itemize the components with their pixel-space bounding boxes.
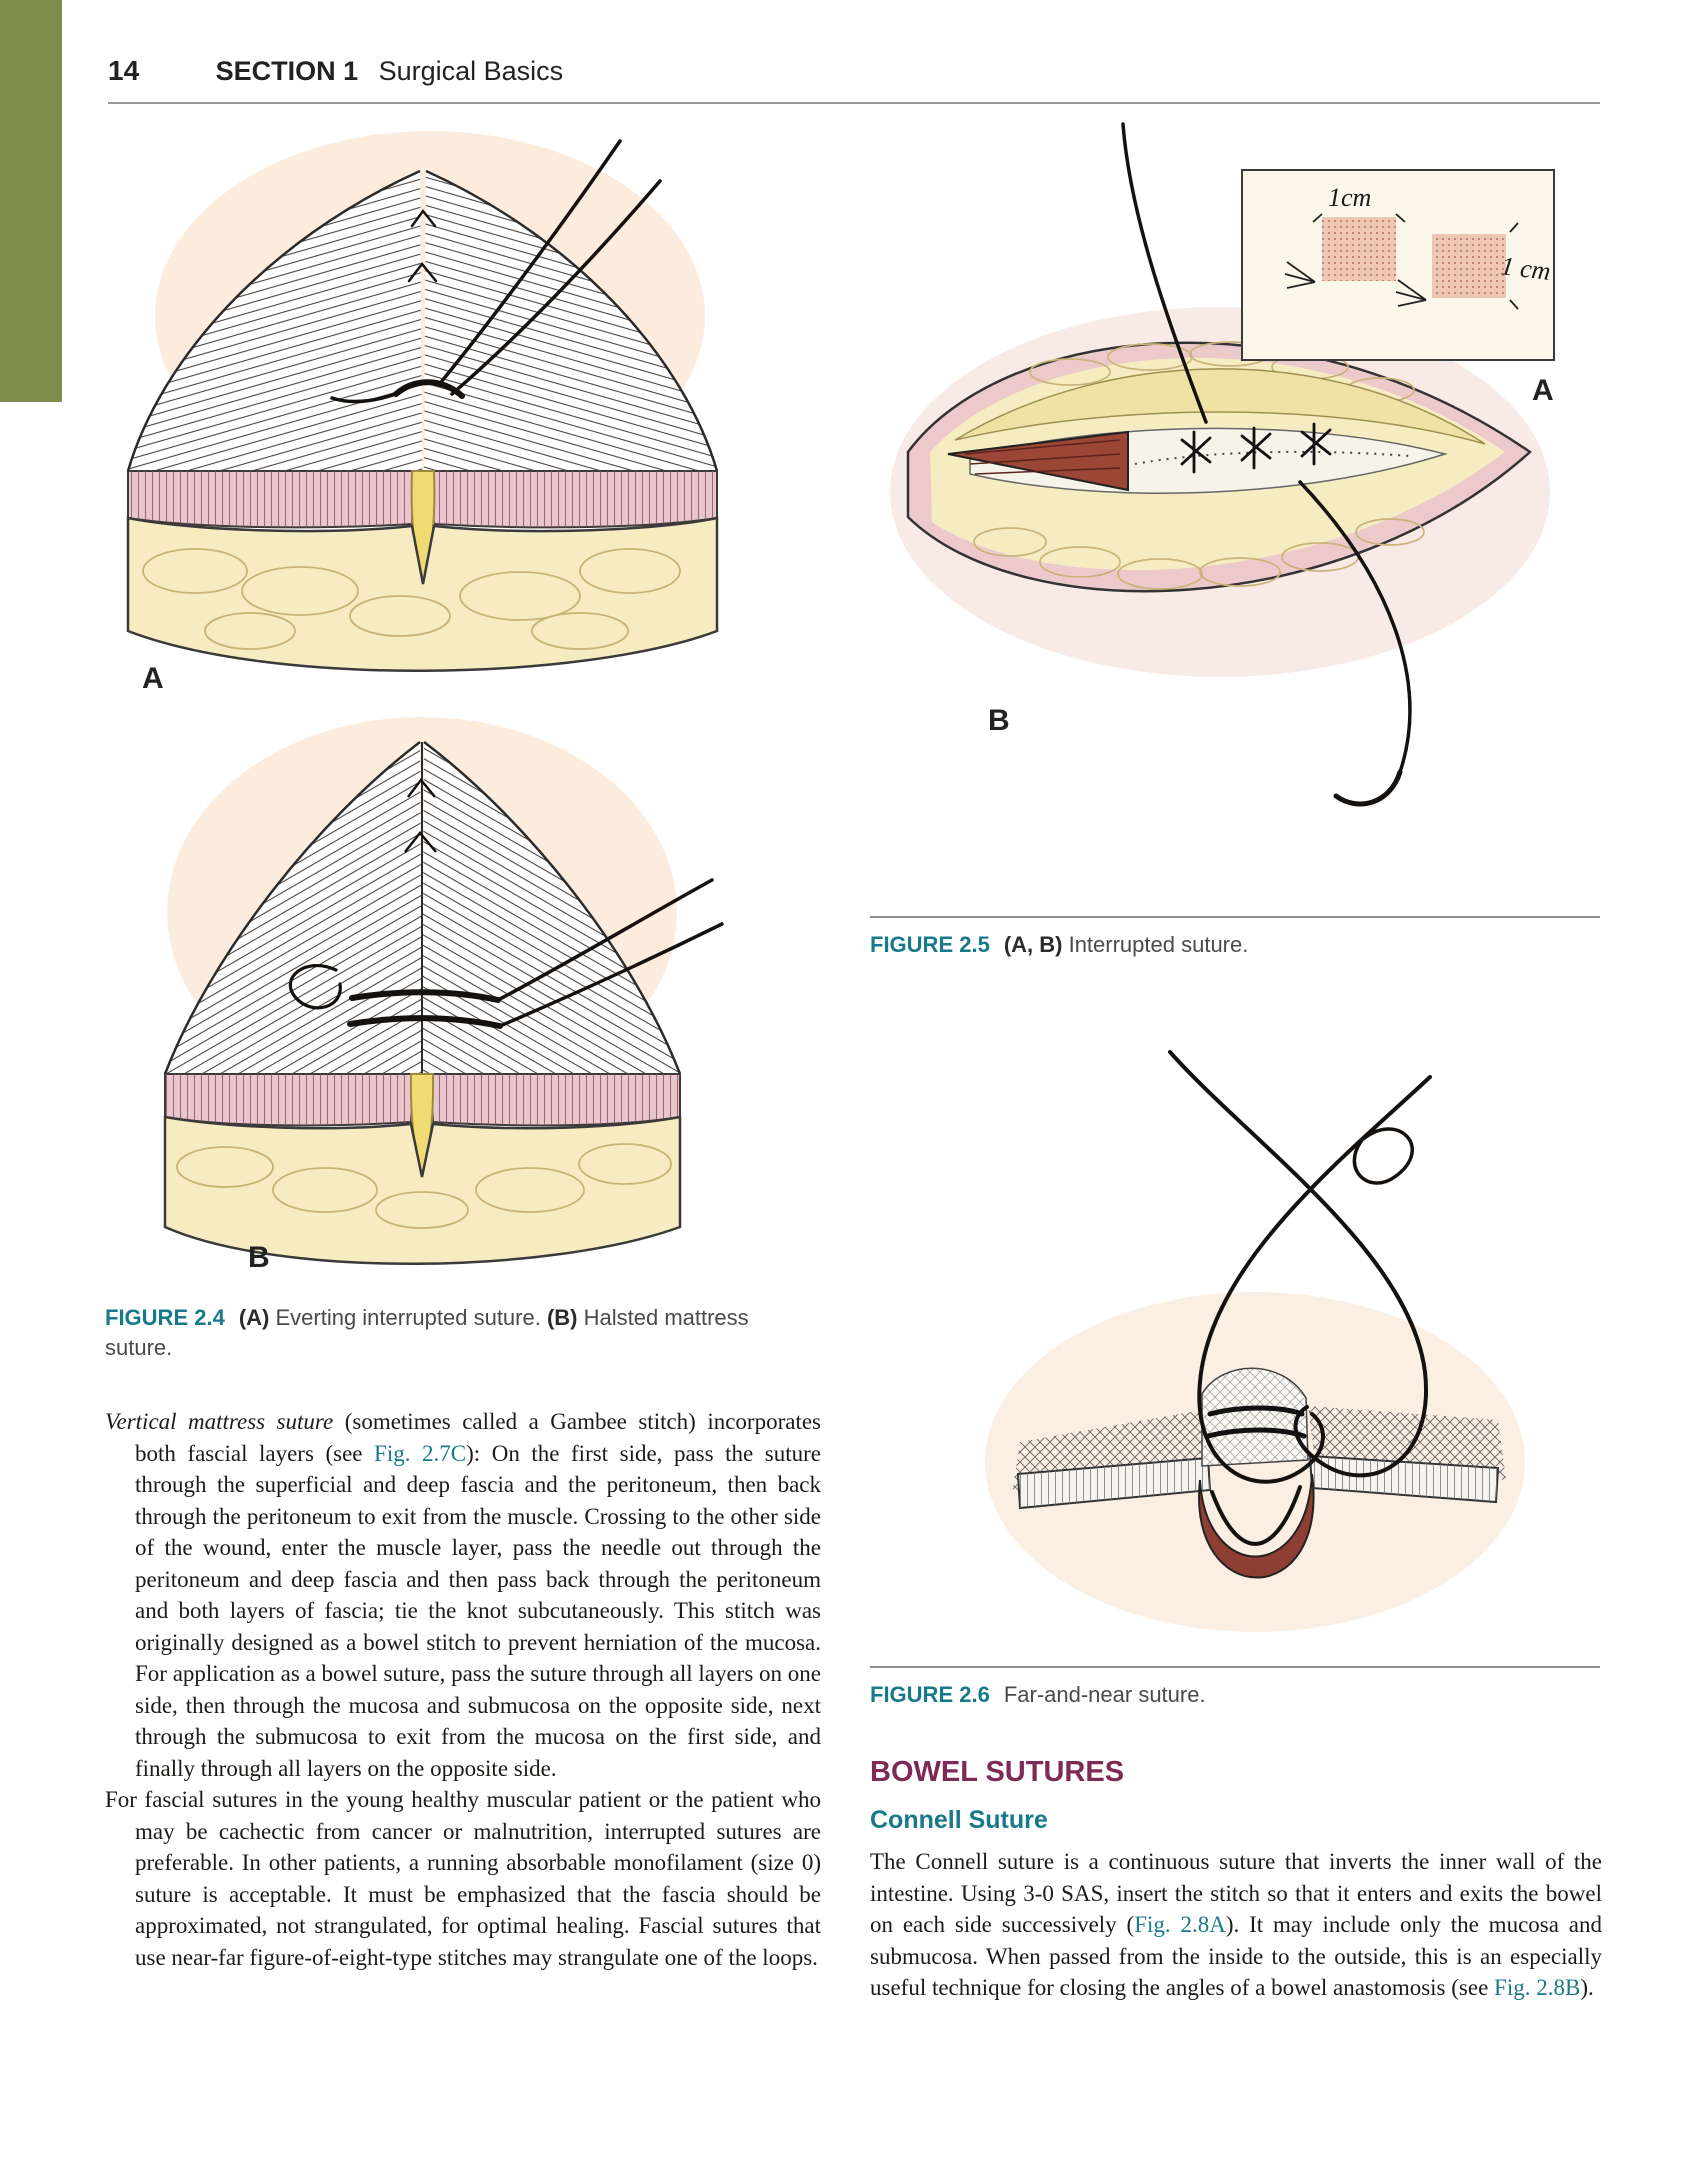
figure-2-5-caption-label: FIGURE 2.5 bbox=[870, 932, 990, 957]
suture-thread bbox=[1168, 1050, 1432, 1546]
figure-2-6-caption-rule bbox=[870, 1666, 1600, 1668]
inset-measure-right: 1 cm bbox=[1499, 251, 1552, 286]
figure-2-6-caption: FIGURE 2.6 Far-and-near suture. bbox=[870, 1680, 1600, 1710]
fascia-cut-edges bbox=[164, 1073, 681, 1127]
section-color-bar bbox=[0, 0, 62, 402]
body-paragraph-fascial-sutures: For fascial sutures in the young healthy… bbox=[105, 1787, 821, 1970]
body-paragraph-vertical-mattress: Vertical mattress suture (sometimes call… bbox=[105, 1406, 821, 1784]
figure-2-4-caption-b: (B) bbox=[546, 1305, 578, 1330]
section-title: Surgical Basics bbox=[378, 56, 564, 86]
fascia-cut-edges bbox=[127, 470, 718, 529]
header-rule bbox=[108, 102, 1600, 104]
figure-2-5-illustration: B 1cm 1 cm A bbox=[890, 122, 1555, 807]
fig-2-7c-link[interactable]: Fig. 2.7C bbox=[374, 1440, 467, 1466]
suture-thread bbox=[330, 139, 662, 404]
body-text-column: Vertical mattress suture (sometimes call… bbox=[105, 1406, 821, 1973]
fig-2-5-b-drawing: B bbox=[890, 122, 1550, 807]
figure-2-4-caption: FIGURE 2.4 (A) Everting interrupted sutur… bbox=[105, 1303, 805, 1362]
wound-interior bbox=[1198, 1473, 1315, 1579]
fat-layer bbox=[126, 516, 719, 672]
fig-2-8b-link[interactable]: Fig. 2.8B bbox=[1494, 1975, 1581, 2000]
figure-2-6-caption-label: FIGURE 2.6 bbox=[870, 1682, 990, 1707]
tissue-ledges bbox=[1016, 1454, 1500, 1510]
body-p1-text-2: ): On the first side, pass the suture th… bbox=[135, 1440, 822, 1781]
figure-2-6-illustration bbox=[985, 1050, 1525, 1632]
figure-2-5-caption: FIGURE 2.5 (A, B) Interrupted suture. bbox=[870, 930, 1600, 960]
figure-2-4b: B bbox=[100, 712, 745, 1297]
figure-2-4-caption-b-text: Halsted mattress suture. bbox=[105, 1305, 749, 1360]
fig-2-5-a-inset: 1cm 1 cm A bbox=[1241, 169, 1555, 407]
figure-2-5-caption-bold: (A, B) bbox=[1003, 932, 1063, 957]
connell-text-2: ). It may include only the mucosa and su… bbox=[870, 1912, 1602, 2000]
figure-2-5-caption-rule bbox=[870, 916, 1600, 918]
fat-layer bbox=[163, 1115, 682, 1265]
figure-2-4a-label: A bbox=[142, 662, 164, 695]
figure-2-4a-illustration: A bbox=[126, 131, 719, 695]
connell-text-3: ). bbox=[1580, 1975, 1594, 2000]
page-number: 14 bbox=[108, 55, 140, 86]
figure-2-4-caption-label: FIGURE 2.4 bbox=[105, 1305, 225, 1330]
connell-suture-subheading: Connell Suture bbox=[870, 1806, 1048, 1834]
figure-2-5-caption-text: Interrupted suture. bbox=[1062, 932, 1249, 957]
figure-2-5a-label: A bbox=[1532, 374, 1554, 407]
central-mound bbox=[1201, 1367, 1309, 1467]
figure-2-5b-label: B bbox=[988, 704, 1010, 737]
inset-measure-top: 1cm bbox=[1328, 183, 1371, 212]
page-header: 14 SECTION 1 Surgical Basics bbox=[108, 55, 1600, 87]
fig-2-8a-link[interactable]: Fig. 2.8A bbox=[1134, 1912, 1226, 1937]
vertical-mattress-term: Vertical mattress suture bbox=[105, 1409, 334, 1434]
suture-thread bbox=[1121, 122, 1412, 807]
figure-2-5: B 1cm 1 cm A bbox=[870, 122, 1600, 927]
figure-2-6 bbox=[870, 1022, 1600, 1687]
bowel-sutures-heading: BOWEL SUTURES bbox=[870, 1756, 1125, 1788]
connell-suture-paragraph: The Connell suture is a continuous sutur… bbox=[870, 1846, 1602, 2004]
figure-2-4b-illustration: B bbox=[163, 717, 724, 1274]
figure-2-4-caption-a: (A) bbox=[238, 1305, 270, 1330]
skin-mound bbox=[163, 741, 682, 1075]
skin-flaps bbox=[126, 169, 719, 472]
interrupted-stitches bbox=[1180, 422, 1332, 474]
suture-thread bbox=[288, 878, 724, 1029]
figure-2-4-caption-a-text: Everting interrupted suture. bbox=[269, 1305, 547, 1330]
section-label: SECTION 1 bbox=[215, 56, 359, 86]
body-p1-text-1: (sometimes called a Gambee stitch) incor… bbox=[135, 1409, 821, 1466]
figure-2-4a: A bbox=[100, 126, 745, 716]
figure-2-6-caption-text: Far-and-near suture. bbox=[1003, 1682, 1206, 1707]
needle bbox=[1333, 769, 1403, 807]
figure-2-4b-label: B bbox=[248, 1241, 270, 1274]
connell-text-1: The Connell suture is a continuous sutur… bbox=[870, 1849, 1602, 1937]
